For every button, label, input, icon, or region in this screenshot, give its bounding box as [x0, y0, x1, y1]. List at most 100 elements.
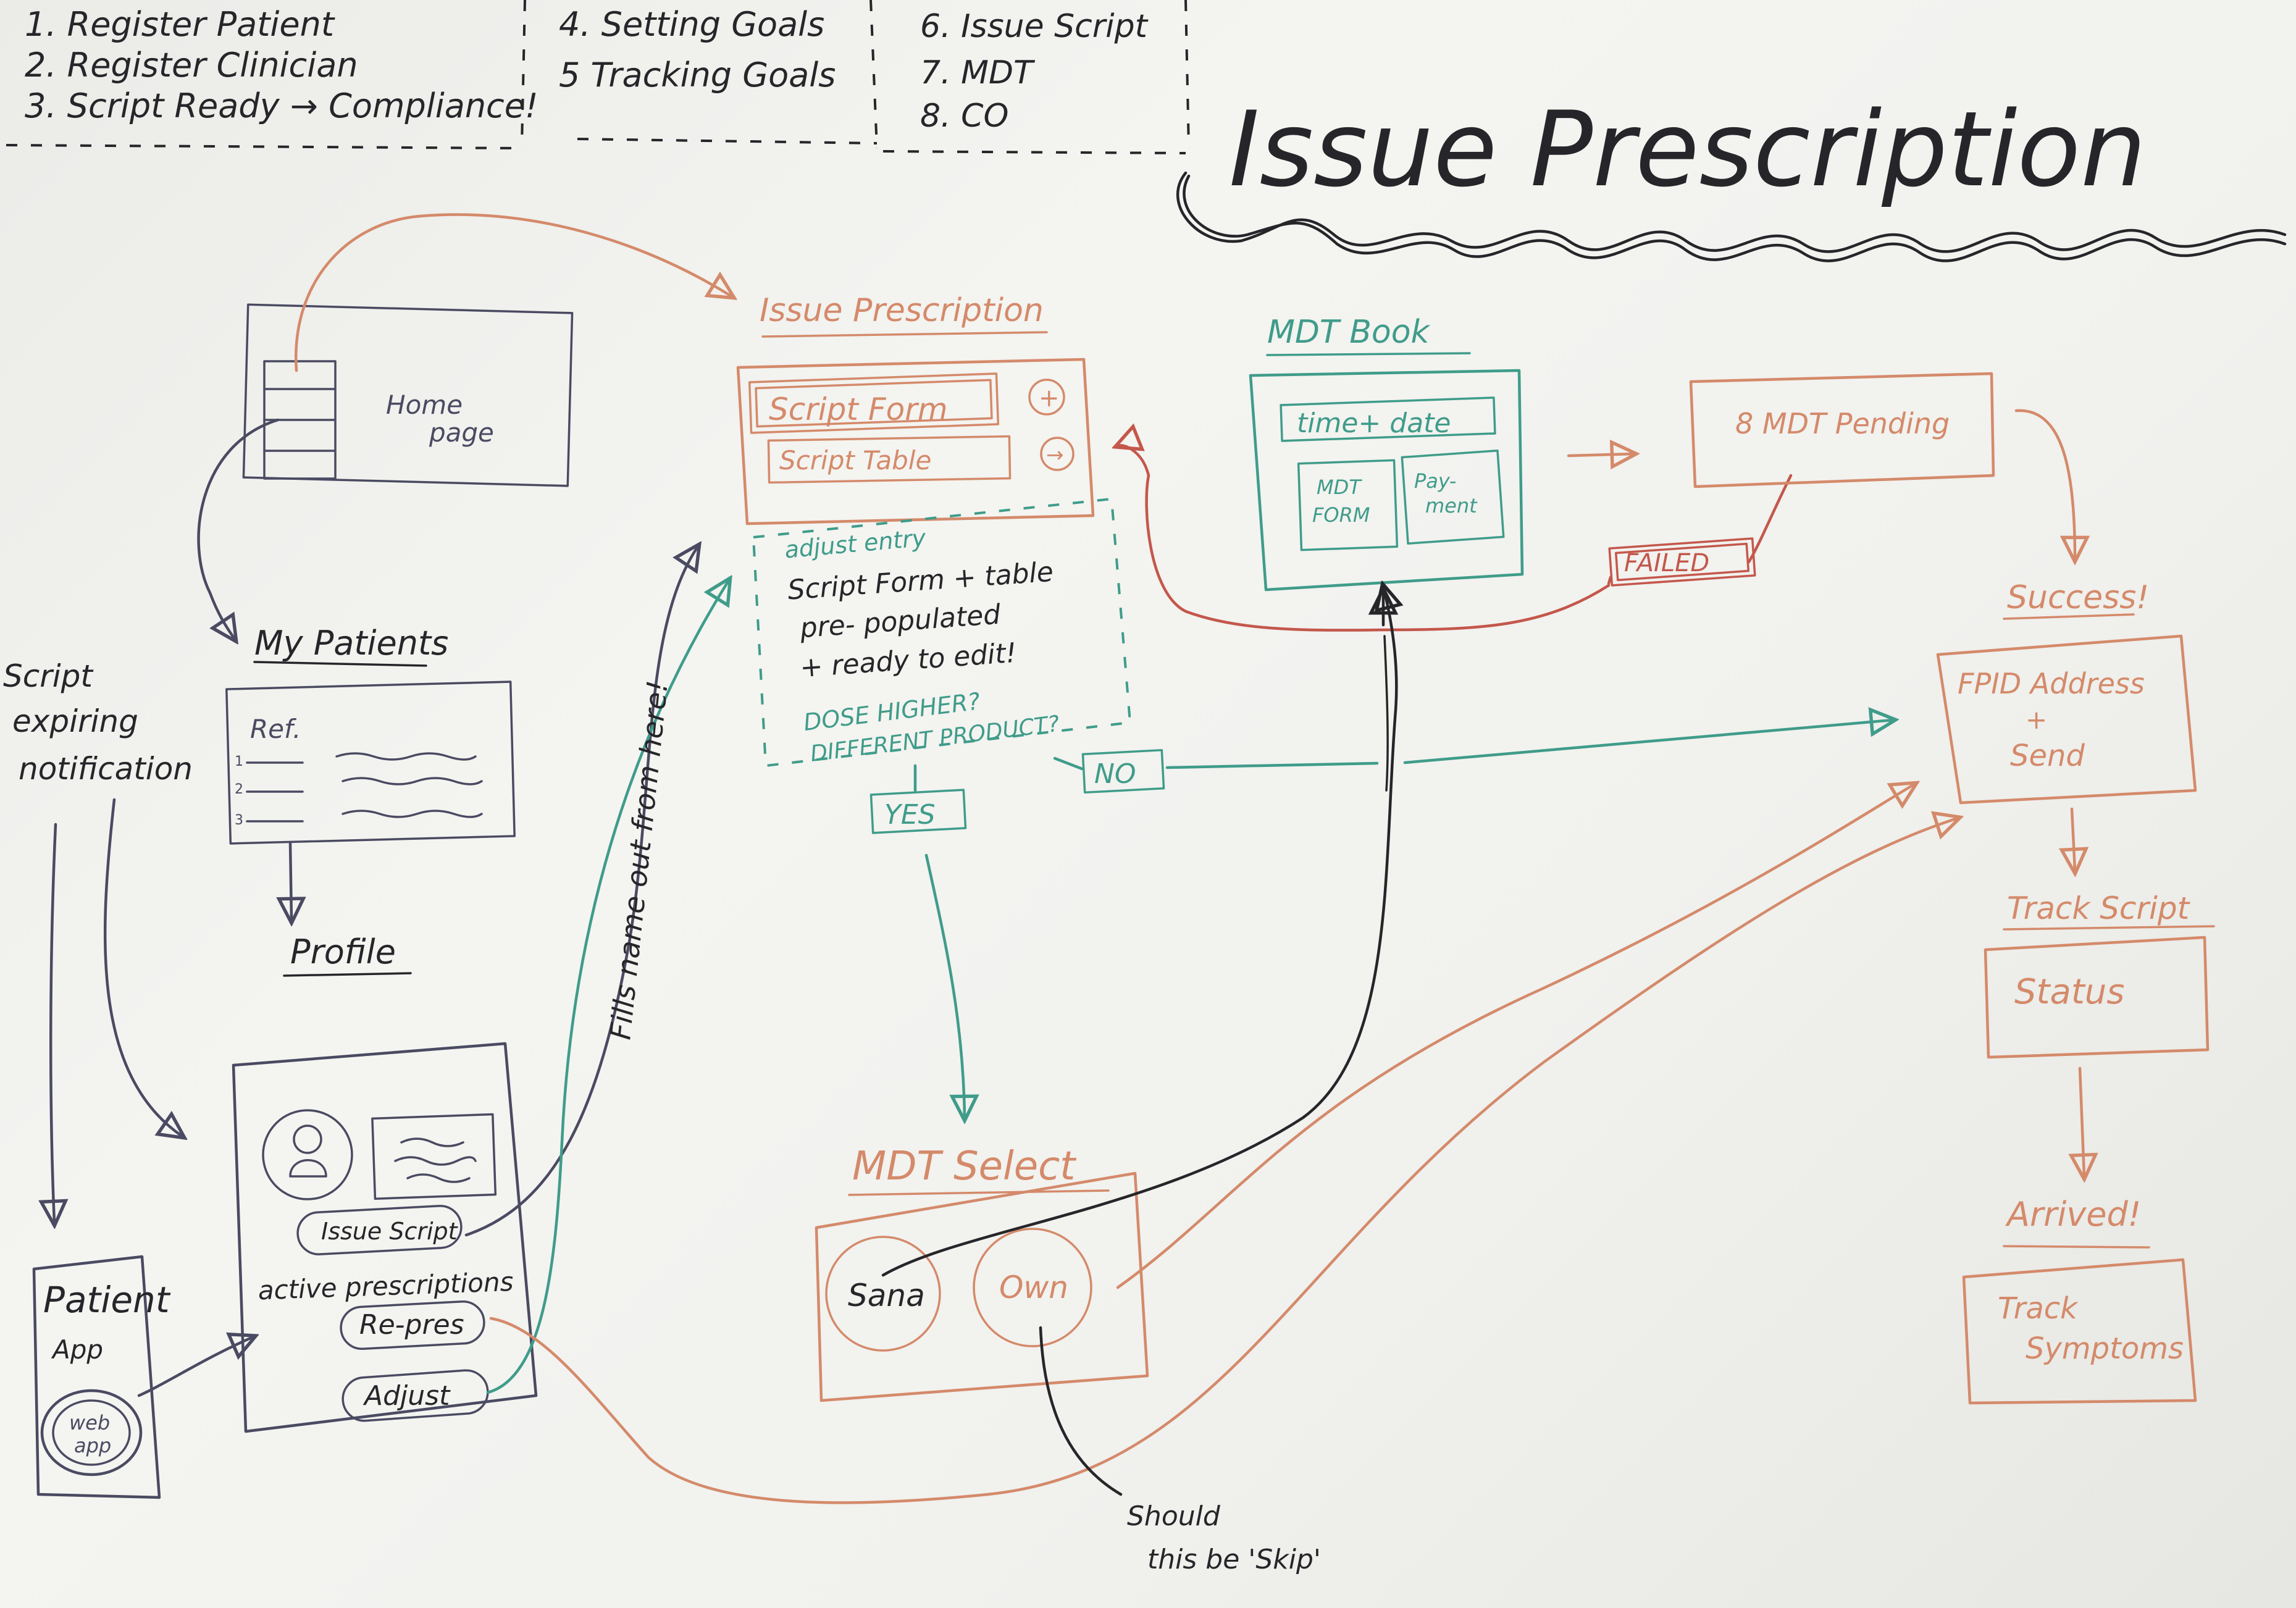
arrow-track-to-arrived	[2080, 1066, 2084, 1176]
profile-label: Profile	[290, 932, 396, 971]
arrow-adjust-to-adjust-entry	[486, 580, 729, 1394]
row-number-3: 3	[235, 813, 243, 828]
own-option[interactable]: Own	[973, 1228, 1092, 1347]
track-script-title: Track Script	[2007, 890, 2191, 926]
fills-name-note: Fills name out from here!	[603, 679, 674, 1041]
issue-script-button[interactable]: Issue Script	[296, 1205, 463, 1255]
plus-icon: +	[1039, 384, 1060, 412]
active-prescriptions-title: active prescriptions	[258, 1267, 514, 1305]
arrow-no-to-fpid	[1165, 720, 1893, 769]
mdt-form-label-2: FORM	[1312, 503, 1370, 527]
arrow-notification-to-patient-app	[51, 823, 56, 1223]
home-label-2: page	[429, 417, 494, 448]
status-label: Status	[2014, 972, 2124, 1012]
legend-item-8: 8. CO	[920, 98, 1008, 135]
adjust-entry-box: adjust entry Script Form + table pre- po…	[752, 497, 1132, 768]
script-form-field[interactable]: Script Form	[748, 372, 1000, 434]
fpid-line-1: FPID Address	[1958, 667, 2145, 700]
arrow-issue-script-to-issue-prescription	[464, 546, 698, 1237]
re-pres-button[interactable]: Re-pres	[340, 1300, 485, 1350]
legend-item-7: 7. MDT	[920, 54, 1036, 91]
script-form-label: Script Form	[769, 392, 948, 427]
add-script-button[interactable]: +	[1028, 379, 1065, 416]
mdt-pending-box: 8 MDT Pending	[1689, 372, 1995, 488]
arrow-pending-to-success	[2014, 409, 2075, 559]
fpid-plus: +	[2026, 705, 2047, 735]
adjust-entry-line-2: pre- populated	[798, 599, 1002, 645]
script-table-field[interactable]: Script Table	[767, 435, 1012, 484]
arrow-sana-to-mdt-book	[881, 587, 1396, 1277]
notification-label-2: expiring	[12, 703, 138, 739]
arrow-right-icon: →	[1046, 443, 1064, 467]
mdt-book-wireframe: MDT Book	[1249, 314, 1524, 592]
payment-panel[interactable]: Pay- ment	[1401, 449, 1505, 545]
legend-item-6: 6. Issue Script	[920, 8, 1149, 45]
no-label: NO	[1081, 748, 1165, 794]
re-pres-label: Re-pres	[359, 1309, 464, 1341]
issue-prescription-title: Issue Prescription	[760, 292, 1044, 329]
title-wavy-underline	[1176, 171, 2287, 253]
notification-label-3: notification	[19, 751, 193, 787]
adjust-entry-line-3: + ready to edit!	[799, 637, 1018, 684]
my-patients-wireframe: My Patients Ref. 1 2 3	[225, 624, 516, 845]
yes-label: YES	[869, 789, 967, 834]
note-line-1: Should	[1127, 1501, 1221, 1532]
track-symptoms-line-1: Track	[1998, 1291, 2079, 1326]
adjust-label: Adjust	[362, 1380, 451, 1412]
arrow-home-to-issue-prescription	[294, 213, 732, 372]
mdt-select-wireframe	[815, 1171, 1149, 1402]
page-title: Issue Prescription	[1229, 89, 2147, 210]
adjust-button[interactable]: Adjust	[341, 1369, 489, 1422]
legend: 1. Register Patient 2. Register Clinicia…	[6, 0, 1190, 154]
script-table-label: Script Table	[779, 445, 931, 475]
legend-item-1: 1. Register Patient	[25, 5, 335, 44]
notification-label-1: Script	[3, 658, 94, 694]
mdt-form-label-1: MDT	[1317, 475, 1362, 499]
note-pointer	[1039, 1326, 1123, 1496]
legend-item-3: 3. Script Ready → Compliance!	[25, 86, 538, 125]
legend-item-5: 5 Tracking Goals	[559, 56, 836, 94]
arrow-my-patients-to-profile	[290, 841, 291, 920]
arrow-home-to-my-patients	[197, 418, 280, 639]
arrow-re-pres-to-fpid	[489, 818, 1958, 1504]
home-label-1: Home	[386, 390, 463, 420]
row-number-2: 2	[235, 782, 243, 797]
track-script-status-box: Status	[1984, 936, 2210, 1059]
time-date-field[interactable]: time+ date	[1280, 396, 1496, 442]
arrow-notification-to-profile	[103, 798, 182, 1136]
ref-label: Ref.	[250, 714, 301, 744]
arrow-fpid-to-track-script	[2072, 807, 2075, 871]
open-table-button[interactable]: →	[1040, 437, 1075, 471]
success-label: Success!	[2007, 579, 2149, 616]
yes-text: YES	[884, 799, 936, 831]
track-symptoms-line-2: Symptoms	[2026, 1331, 2184, 1366]
mdt-pending-label: 8 MDT Pending	[1735, 407, 1950, 440]
arrow-patient-app-to-profile	[137, 1337, 253, 1397]
patient-app-badge-2: app	[74, 1434, 111, 1457]
mdt-select-title: MDT Select	[852, 1144, 1077, 1189]
arrow-own-to-fpid	[1116, 784, 1914, 1289]
legend-item-4: 4. Setting Goals	[559, 5, 824, 44]
note-line-2: this be 'Skip'	[1147, 1544, 1321, 1575]
arrow-yes-to-mdt-select	[924, 853, 965, 1118]
mdt-form-panel[interactable]: MDT FORM	[1297, 459, 1399, 551]
patient-profile-wireframe	[232, 1042, 538, 1433]
track-symptoms-box: Track Symptoms	[1962, 1258, 2197, 1405]
time-date-label: time+ date	[1297, 408, 1451, 439]
own-label: Own	[999, 1270, 1068, 1305]
arrow-mdt-book-to-pending	[1567, 454, 1633, 456]
no-text: NO	[1094, 758, 1136, 790]
adjust-entry-heading: adjust entry	[784, 524, 928, 564]
my-patients-title: My Patients	[254, 624, 448, 663]
sana-label: Sana	[848, 1278, 925, 1313]
patient-app-badge-1: web	[69, 1411, 110, 1434]
patient-app-label-1: Patient	[43, 1279, 171, 1321]
home-page-wireframe: Home page	[242, 303, 574, 487]
sana-option[interactable]: Sana	[825, 1236, 941, 1352]
issue-prescription-wireframe: Issue Prescription	[736, 292, 1095, 526]
failed-badge: FAILED	[1608, 537, 1756, 587]
issue-script-label: Issue Script	[321, 1218, 459, 1245]
adjust-entry-line-1: Script Form + table	[787, 556, 1055, 606]
patient-app-badge	[40, 1389, 143, 1476]
